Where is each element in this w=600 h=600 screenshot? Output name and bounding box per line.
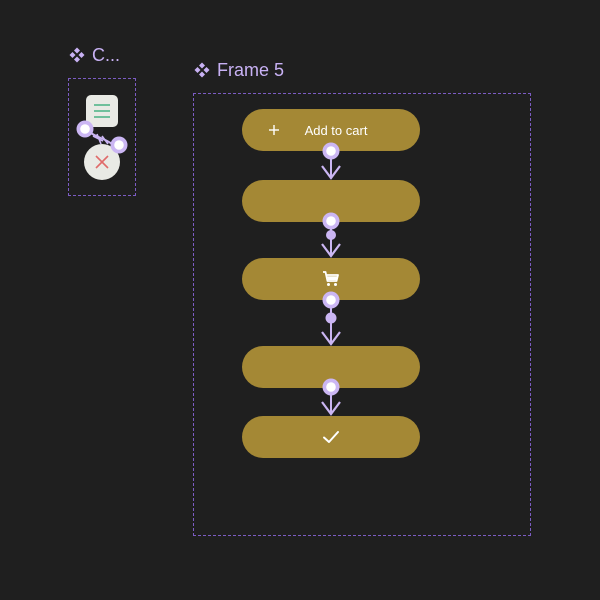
cart-icon (323, 271, 339, 286)
main-frame[interactable] (193, 93, 531, 536)
component-frame-label[interactable]: C... (68, 44, 120, 66)
list-lines-icon (94, 104, 110, 118)
main-frame-label[interactable]: Frame 5 (193, 59, 284, 81)
connector-1[interactable] (321, 142, 341, 180)
connector-2[interactable] (321, 212, 341, 258)
component-frame[interactable] (68, 78, 136, 196)
check-icon (323, 431, 339, 443)
connector-3[interactable] (321, 291, 341, 346)
step-check[interactable] (242, 416, 420, 458)
component-diamond-icon (69, 47, 85, 63)
main-frame-title: Frame 5 (217, 60, 285, 80)
component-connector[interactable] (76, 120, 128, 154)
close-x-icon (95, 155, 109, 169)
connector-4[interactable] (321, 378, 341, 416)
list-card[interactable] (86, 95, 118, 127)
component-frame-title: C... (92, 45, 121, 65)
component-diamond-icon (194, 62, 210, 78)
plus-icon (269, 125, 279, 135)
step-label: Add to cart (304, 122, 368, 138)
